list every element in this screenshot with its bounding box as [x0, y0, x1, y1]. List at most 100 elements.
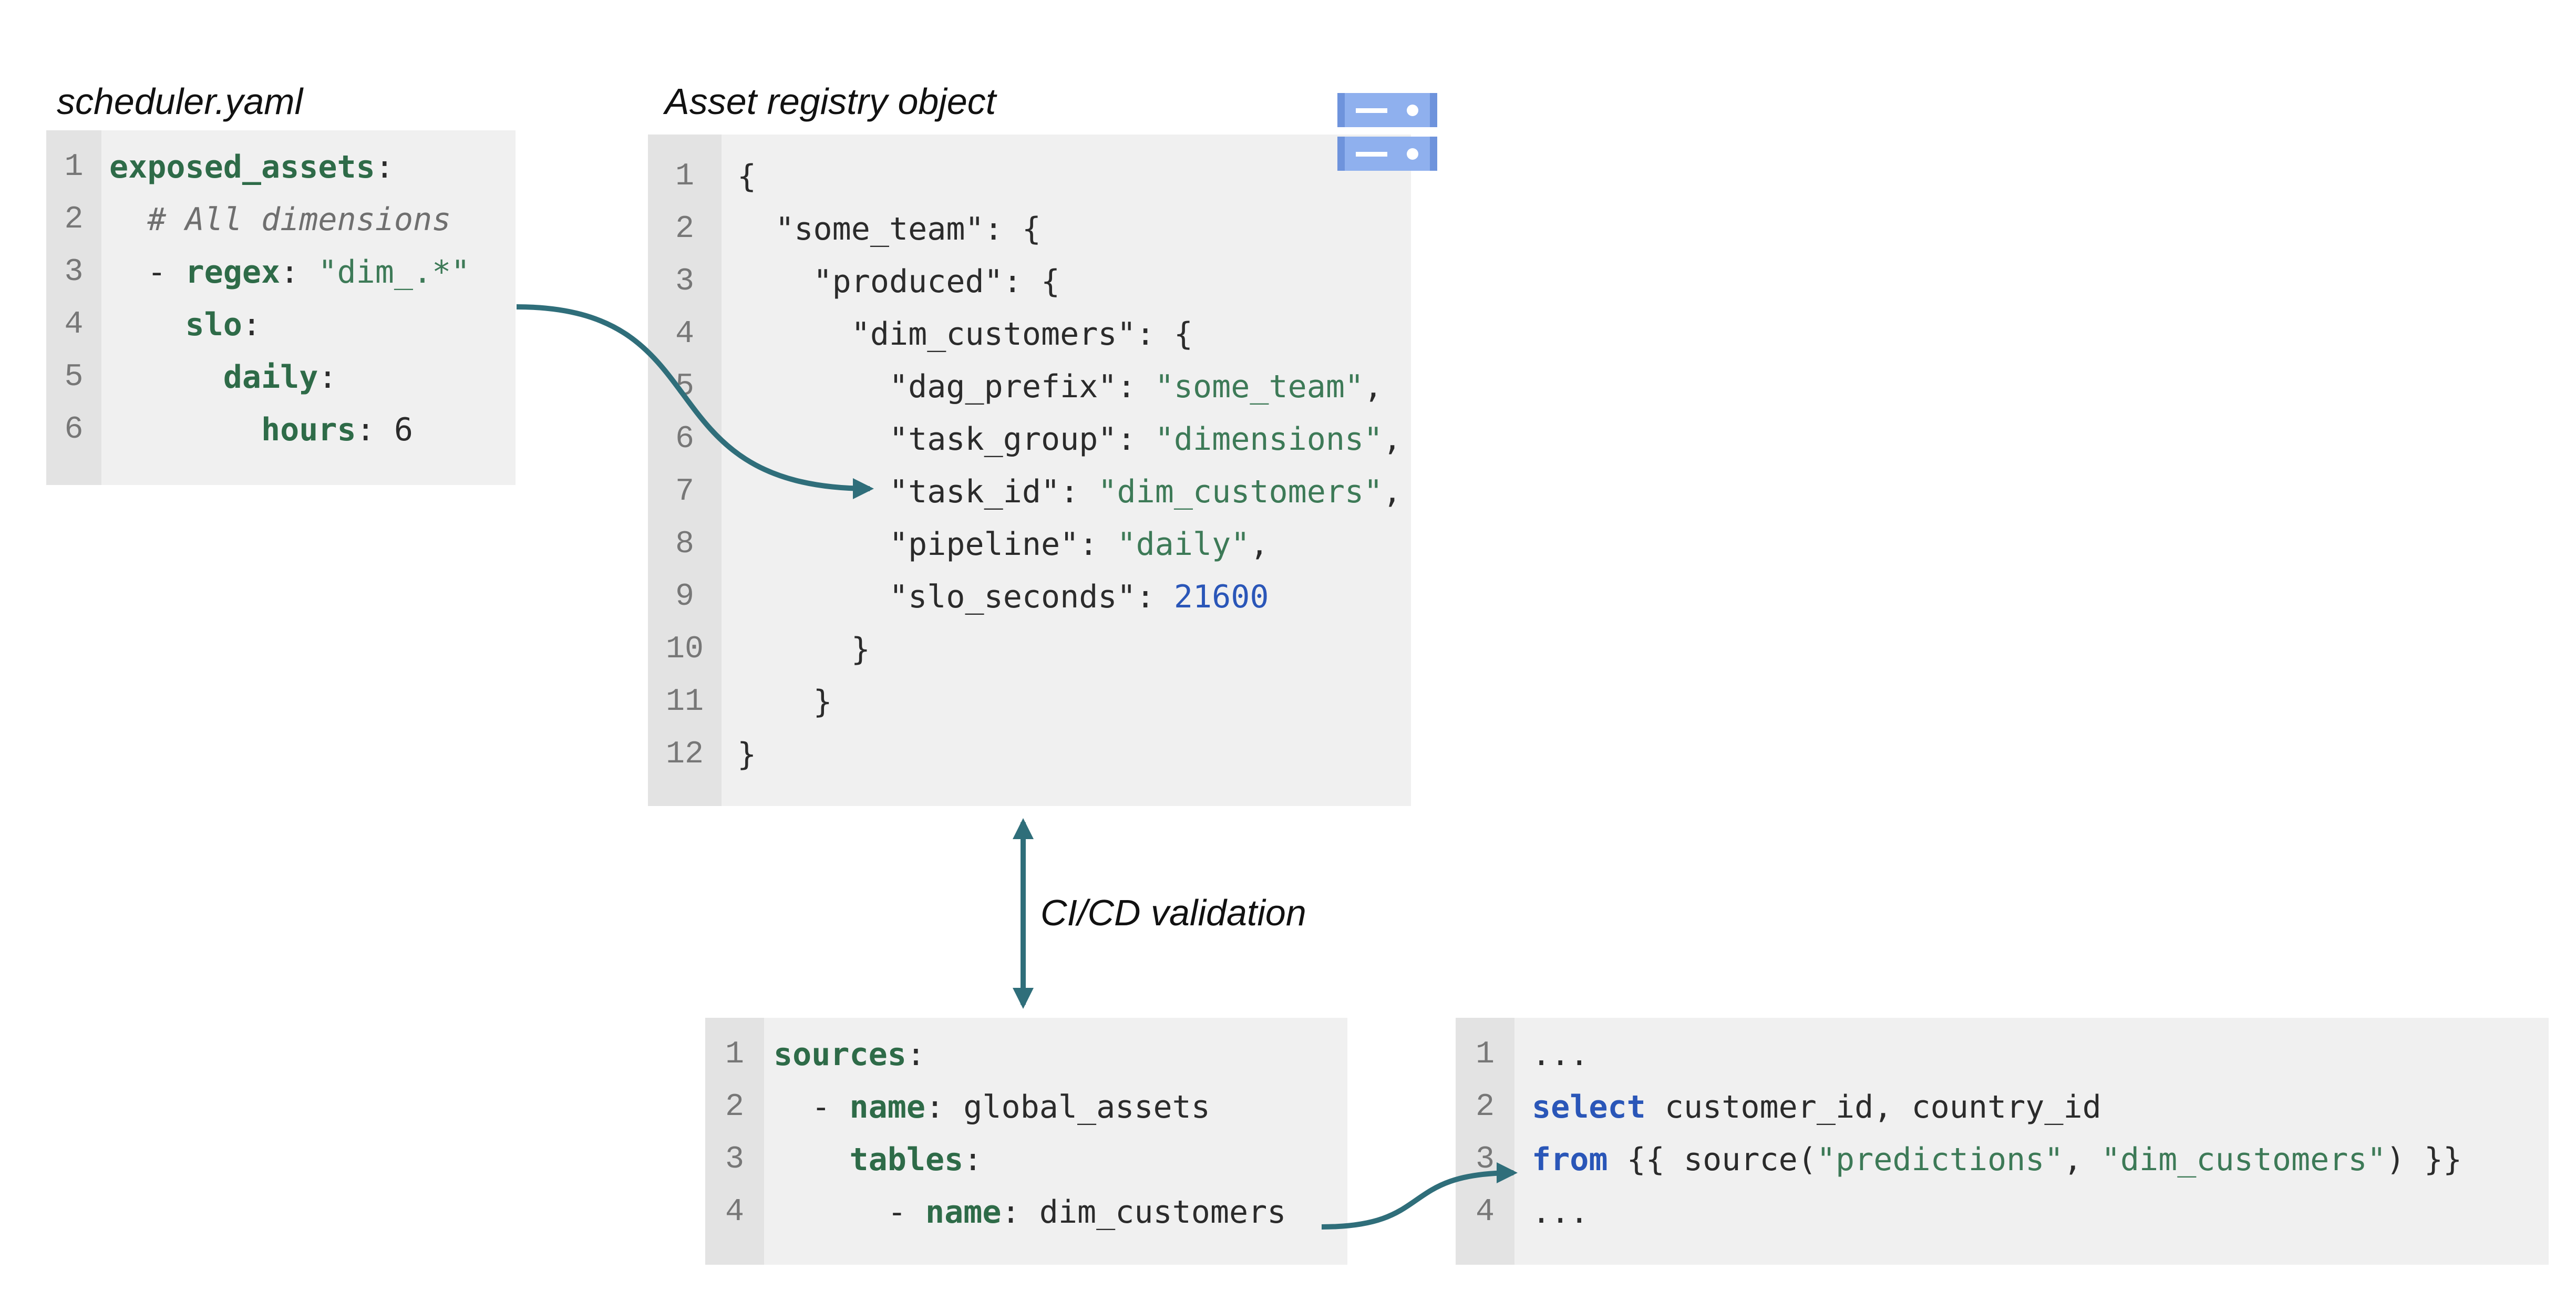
code-text: }: [737, 728, 756, 781]
code-token: daily: [223, 359, 318, 396]
code-text: sources:: [774, 1028, 925, 1081]
code-line: 5 "dag_prefix": "some_team",: [648, 360, 1411, 413]
code-line: 2 - name: global_assets: [705, 1081, 1347, 1133]
code-token: }: [737, 736, 757, 773]
code-line: 9 "slo_seconds": 21600: [648, 571, 1411, 623]
code-text: ...: [1532, 1028, 1589, 1081]
line-number: 8: [675, 526, 694, 562]
code-line: 2 "some_team": {: [648, 203, 1411, 255]
code-text: from {{ source("predictions", "dim_custo…: [1532, 1133, 2462, 1186]
line-number: 4: [725, 1194, 744, 1230]
code-text: }: [737, 676, 832, 728]
code-token: ...: [1532, 1194, 1589, 1231]
server-rack-top-edge-right: [1430, 93, 1437, 127]
code-token: "dim_customers": [2101, 1141, 2386, 1178]
code-line: 10 }: [648, 623, 1411, 676]
code-token: }: [737, 631, 870, 668]
code-token: : 6: [356, 411, 413, 448]
code-text: # All dimensions: [109, 193, 451, 246]
code-text: ...: [1532, 1186, 1589, 1238]
code-text: - name: global_assets: [774, 1081, 1210, 1133]
code-token: ,: [1383, 421, 1402, 458]
code-line: 8 "pipeline": "daily",: [648, 518, 1411, 571]
code-token: # All dimensions: [147, 201, 451, 238]
code-text: "task_group": "dimensions",: [737, 413, 1402, 466]
code-token: name: [925, 1194, 1002, 1231]
cicd-validation-label: CI/CD validation: [1040, 892, 1306, 933]
server-rack-top-edge-left: [1337, 93, 1345, 127]
code-token: "dimensions": [1155, 421, 1383, 458]
code-text: hours: 6: [109, 404, 413, 456]
code-token: "dag_prefix":: [737, 368, 1155, 405]
code-token: "pipeline":: [737, 526, 1117, 563]
code-token: "task_id":: [737, 473, 1098, 510]
code-line: 4 slo:: [46, 298, 516, 351]
code-token: "predictions": [1816, 1141, 2064, 1178]
line-number: 6: [64, 412, 84, 448]
code-token: "dim_.*": [318, 254, 470, 291]
line-number: 2: [64, 202, 84, 238]
code-line: 4 "dim_customers": {: [648, 308, 1411, 360]
code-token: :: [963, 1141, 983, 1178]
code-token: :: [242, 306, 261, 343]
line-number-gutter: [705, 1018, 764, 1265]
code-line: 7 "task_id": "dim_customers",: [648, 466, 1411, 518]
code-line: 3 "produced": {: [648, 255, 1411, 308]
code-text: select customer_id, country_id: [1532, 1081, 2101, 1133]
code-token: -: [774, 1194, 925, 1231]
code-text: "pipeline": "daily",: [737, 518, 1269, 571]
code-token: "dim_customers": [1098, 473, 1383, 510]
code-text: "some_team": {: [737, 203, 1041, 255]
code-token: {{ source(: [1608, 1141, 1817, 1178]
code-token: "slo_seconds":: [737, 579, 1174, 615]
code-token: hours: [261, 411, 356, 448]
line-number: 9: [675, 579, 694, 615]
code-line: 6 "task_group": "dimensions",: [648, 413, 1411, 466]
code-text: }: [737, 623, 870, 676]
code-token: "produced": {: [737, 263, 1060, 300]
line-number-gutter: [46, 130, 101, 485]
line-number: 1: [1475, 1037, 1495, 1072]
code-token: ,: [1383, 473, 1402, 510]
code-token: "task_group":: [737, 421, 1155, 458]
code-line: 2 # All dimensions: [46, 193, 516, 246]
server-rack-bottom-edge-right: [1430, 137, 1437, 171]
code-line: 4 - name: dim_customers: [705, 1186, 1347, 1238]
arrow-regex-to-task-id: [516, 304, 874, 499]
asset-registry-caption: Asset registry object: [665, 81, 996, 122]
code-token: ,: [1364, 368, 1383, 405]
code-line: 4...: [1456, 1186, 2549, 1238]
code-line: 1...: [1456, 1028, 2549, 1081]
line-number: 11: [665, 684, 704, 720]
line-number: 3: [725, 1142, 744, 1178]
code-token: ,: [2063, 1141, 2101, 1178]
code-token: "daily": [1117, 526, 1250, 563]
line-number: 4: [1475, 1194, 1495, 1230]
arrow-source-to-sql: [1321, 1162, 1518, 1230]
code-token: {: [737, 158, 757, 195]
code-line: 1{: [648, 150, 1411, 203]
code-token: : dim_customers: [1001, 1194, 1286, 1231]
line-number: 7: [675, 474, 694, 510]
line-number: 4: [675, 316, 694, 352]
line-number: 4: [64, 307, 84, 343]
scheduler-yaml-caption: scheduler.yaml: [57, 81, 303, 122]
code-token: regex: [185, 254, 281, 291]
code-text: - name: dim_customers: [774, 1186, 1286, 1238]
asset-registry-code-block: 1{2 "some_team": {3 "produced": {4 "dim_…: [648, 135, 1411, 806]
line-number: 3: [675, 264, 694, 300]
line-number: 2: [675, 211, 694, 247]
code-token: -: [774, 1089, 850, 1126]
code-text: - regex: "dim_.*": [109, 246, 470, 298]
code-token: 21600: [1173, 579, 1269, 615]
code-token: name: [849, 1089, 926, 1126]
server-rack-top-slot: [1356, 108, 1387, 113]
code-token: ...: [1532, 1036, 1589, 1073]
code-line: 11 }: [648, 676, 1411, 728]
code-text: "dim_customers": {: [737, 308, 1193, 360]
code-token: "dim_customers": {: [737, 316, 1193, 353]
